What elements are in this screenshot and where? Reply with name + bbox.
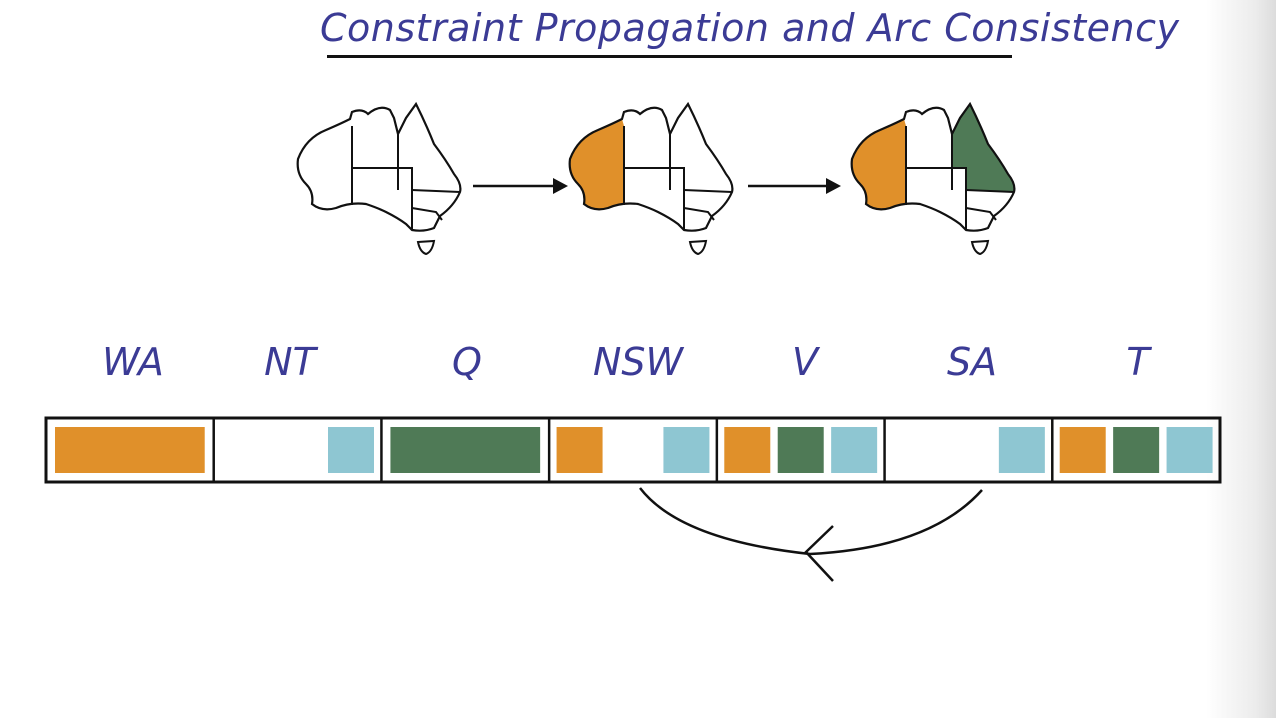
domain-swatch-nsw-blue bbox=[663, 427, 710, 473]
domain-swatch-nsw-orange bbox=[556, 427, 603, 473]
label-t: T bbox=[1126, 340, 1150, 384]
domain-swatch-v-green bbox=[777, 427, 824, 473]
arrow-1 bbox=[473, 178, 568, 194]
domain-swatch-v-orange bbox=[724, 427, 771, 473]
australia-map-2 bbox=[568, 102, 734, 256]
title-underline bbox=[327, 55, 1012, 58]
label-nsw: NSW bbox=[592, 340, 684, 384]
page-edge-shadow bbox=[1206, 0, 1276, 718]
label-sa: SA bbox=[946, 340, 998, 384]
australia-map-1 bbox=[296, 102, 462, 256]
label-nt: NT bbox=[264, 340, 316, 384]
domain-swatch-q-green bbox=[390, 427, 541, 473]
domain-swatch-sa-blue bbox=[998, 427, 1045, 473]
australia-map-3 bbox=[850, 102, 1016, 256]
domain-swatch-nt-blue bbox=[328, 427, 374, 473]
domain-swatch-wa-orange bbox=[55, 427, 205, 473]
domain-swatch-t-orange bbox=[1059, 427, 1106, 473]
domain-swatch-t-green bbox=[1113, 427, 1160, 473]
label-v: V bbox=[792, 340, 818, 384]
label-q: Q bbox=[452, 340, 482, 384]
arrow-2 bbox=[748, 178, 841, 194]
domain-swatch-t-blue bbox=[1166, 427, 1213, 473]
domain-strip bbox=[44, 416, 1222, 484]
domain-swatch-v-blue bbox=[831, 427, 878, 473]
label-wa: WA bbox=[102, 340, 164, 384]
propagation-arrow bbox=[639, 487, 983, 582]
